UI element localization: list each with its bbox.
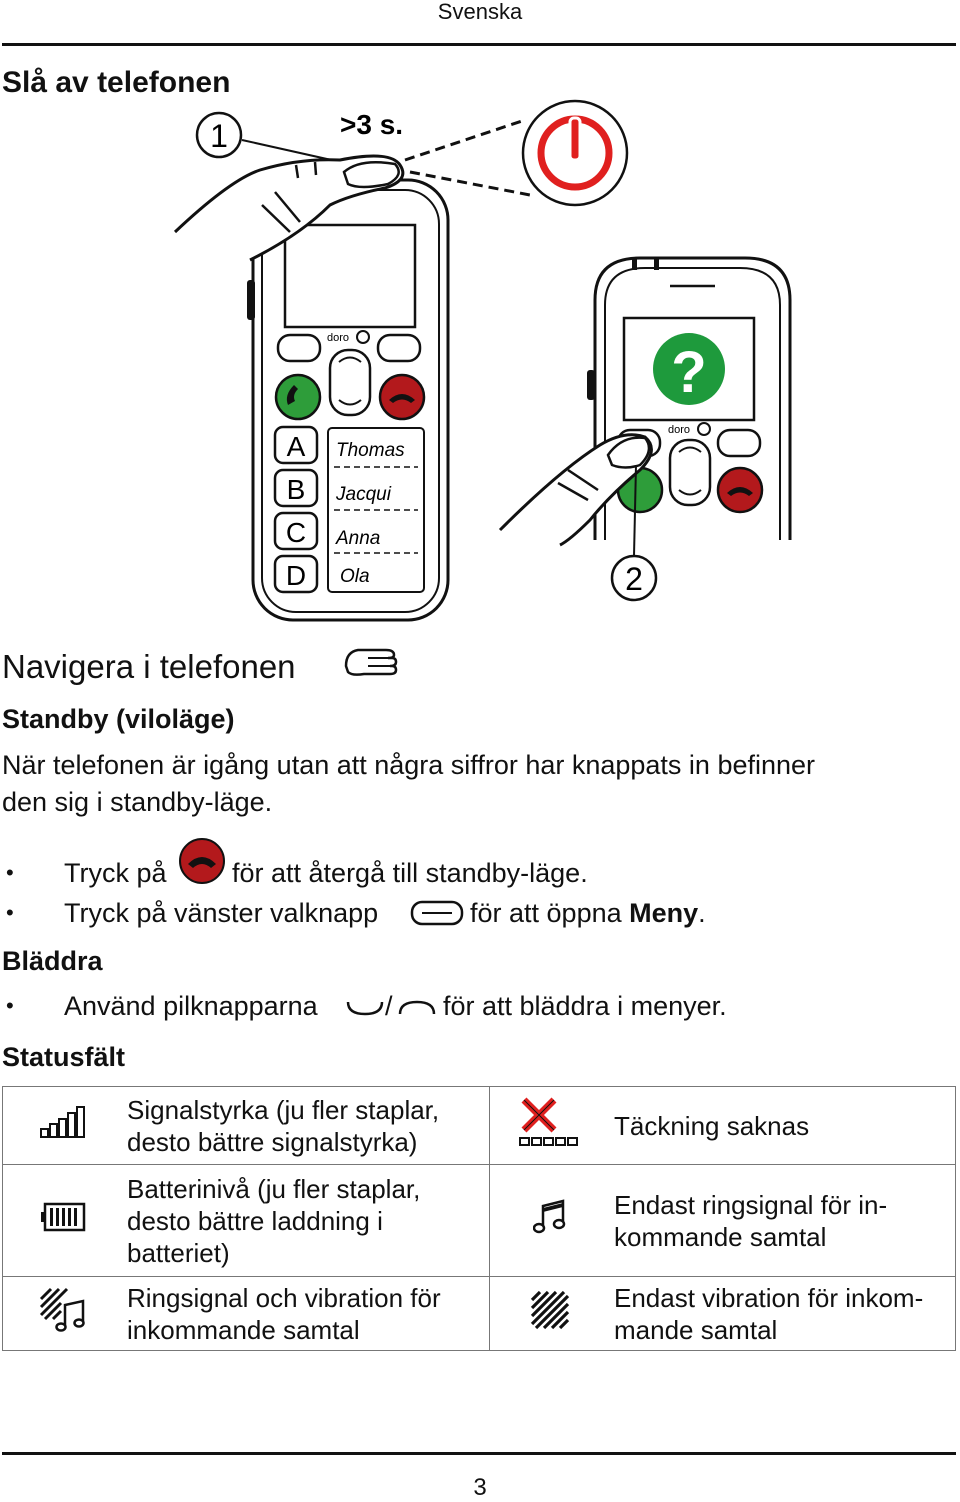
left-soft-key-icon	[410, 900, 464, 926]
bullet-dot: •	[6, 900, 14, 925]
svg-text:?: ?	[671, 340, 706, 405]
duration-label: >3 s.	[340, 109, 403, 140]
svg-text:Anna: Anna	[335, 528, 380, 549]
standby-heading: Standby (viloläge)	[2, 704, 235, 734]
arrow-up-key-icon	[398, 1000, 436, 1015]
svg-text:doro: doro	[327, 332, 349, 344]
page-number: 3	[473, 1474, 487, 1501]
signal-strength-icon	[2, 1086, 123, 1165]
end-call-icon	[179, 838, 225, 884]
svg-text:doro: doro	[668, 424, 690, 436]
phone-2: ? doro	[587, 256, 792, 540]
ring-and-vibrate-icon	[2, 1276, 123, 1351]
ringtone-only-icon	[489, 1164, 610, 1277]
power-icon	[521, 99, 629, 207]
svg-text:A: A	[287, 431, 306, 462]
standby-text-1: När telefonen är igång utan att några si…	[2, 750, 816, 780]
status-icon-table: Signalstyrka (ju fler staplar, desto bät…	[2, 1086, 956, 1351]
navigation-hand-icon	[344, 648, 398, 676]
bullet-1-pre: Tryck på	[64, 858, 167, 888]
header-rule	[2, 43, 956, 46]
table-row: Signalstyrka (ju fler staplar, desto bät…	[2, 1086, 956, 1165]
section-title-off: Slå av telefonen	[2, 66, 231, 99]
language-label: Svenska	[437, 0, 523, 24]
footer-rule	[2, 1452, 956, 1455]
svg-text:C: C	[286, 517, 306, 548]
bullet-2-text: för att öppna Meny.	[470, 898, 706, 928]
ringtone-only-description: Endast ringsignal för in- kommande samta…	[610, 1164, 956, 1277]
arrow-separator: /	[385, 991, 393, 1021]
signal-description: Signalstyrka (ju fler staplar, desto bät…	[123, 1086, 490, 1165]
standby-text-2: den sig i standby-läge.	[2, 787, 273, 817]
step-2-marker: 2	[610, 554, 658, 602]
hand-2	[498, 433, 653, 557]
phone-1: doro A B C D Thomas Jacqui Anna Ol	[247, 178, 450, 622]
svg-text:D: D	[286, 560, 306, 591]
svg-text:B: B	[287, 474, 306, 505]
bullet-3-post: för att bläddra i menyer.	[443, 991, 727, 1021]
battery-level-icon	[2, 1164, 123, 1277]
battery-description: Batterinivå (ju fler staplar, desto bätt…	[123, 1164, 490, 1277]
menu-label: Meny	[629, 898, 699, 928]
scroll-heading: Bläddra	[2, 946, 103, 976]
no-coverage-description: Täckning saknas	[610, 1086, 956, 1165]
no-coverage-icon	[489, 1086, 610, 1165]
bullet-1-post: för att återgå till standby-läge.	[232, 858, 588, 888]
table-row: Batterinivå (ju fler staplar, desto bätt…	[2, 1164, 956, 1277]
table-row: Ringsignal och vibration för inkommande …	[2, 1276, 956, 1351]
arrow-down-key-icon	[346, 1001, 384, 1016]
svg-text:Jacqui: Jacqui	[335, 484, 392, 505]
ring-and-vibrate-description: Ringsignal och vibration för inkommande …	[123, 1276, 490, 1351]
vibrate-only-description: Endast vibration för inkom- mande samtal	[610, 1276, 956, 1351]
speed-dial-keys: A B C D	[273, 425, 319, 594]
speed-dial-names: Thomas Jacqui Anna Ola	[335, 440, 405, 587]
svg-text:Thomas: Thomas	[336, 440, 405, 461]
hand-1	[173, 154, 405, 262]
section-title-nav: Navigera i telefonen	[2, 648, 296, 685]
step-1-marker: 1	[195, 111, 243, 159]
svg-text:Ola: Ola	[340, 566, 370, 587]
bullet-dot: •	[6, 860, 14, 885]
vibrate-only-icon	[489, 1276, 610, 1351]
svg-text:1: 1	[210, 118, 228, 154]
status-heading: Statusfält	[2, 1042, 126, 1072]
turn-off-illustration: 1 >3 s. doro A B C	[173, 99, 792, 622]
bullet-3-pre: Använd pilknapparna	[64, 991, 318, 1021]
bullet-dot: •	[6, 993, 14, 1018]
bullet-2-pre: Tryck på vänster valknapp	[64, 898, 379, 928]
svg-text:2: 2	[625, 561, 643, 597]
